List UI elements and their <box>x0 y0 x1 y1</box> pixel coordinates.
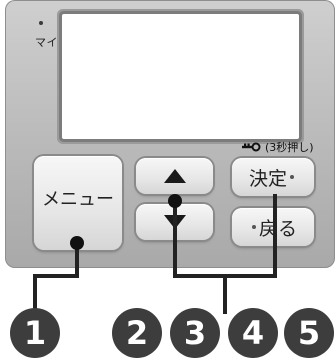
mic-label: マイク <box>35 36 70 49</box>
ok-indicator-dot <box>290 175 294 179</box>
callout-4: 4 <box>228 308 278 358</box>
leader-dot-updown <box>168 194 182 208</box>
back-button-label: 戻る <box>258 217 297 240</box>
triangle-up-icon <box>163 169 186 183</box>
leader-line-2-4 <box>173 194 277 278</box>
callout-3: 3 <box>170 308 220 358</box>
menu-button-label: メニュー <box>42 189 114 210</box>
menu-button[interactable]: メニュー <box>34 156 122 250</box>
callout-2: 2 <box>112 308 162 358</box>
callout-5: 5 <box>284 308 334 358</box>
key-icon <box>242 142 261 152</box>
callout-1: 1 <box>10 308 60 358</box>
ok-button[interactable]: 決定 <box>232 158 314 196</box>
back-indicator-dot <box>251 225 256 229</box>
microphone-hole <box>39 21 43 25</box>
lock-hint-text: (3秒押し) <box>265 141 314 154</box>
leader-dot-menu <box>70 236 84 250</box>
leader-line-1 <box>33 241 79 314</box>
display-screen <box>62 14 299 139</box>
ok-button-label: 決定 <box>248 167 287 190</box>
up-button[interactable] <box>136 158 213 194</box>
lock-hint: (3秒押し) <box>242 139 314 155</box>
